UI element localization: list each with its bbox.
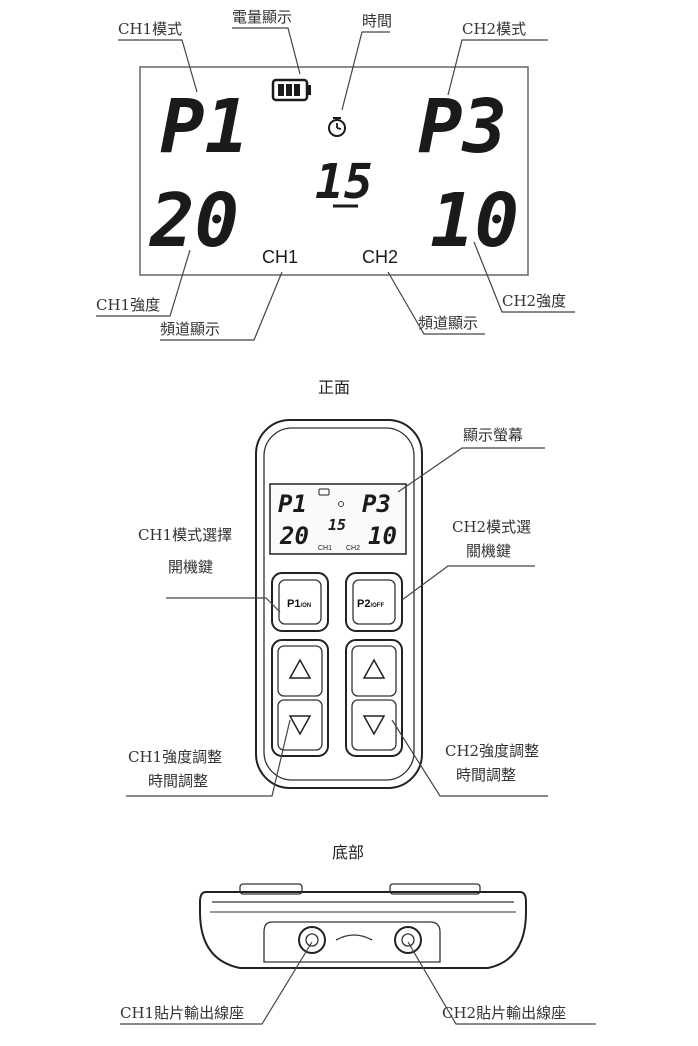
p2-main-label: P2 bbox=[357, 598, 370, 610]
leader-battery bbox=[232, 27, 301, 75]
remote-body bbox=[255, 419, 423, 789]
label-ch2-intensity: CH2強度 bbox=[502, 292, 566, 310]
label-ch1-channel: 頻道顯示 bbox=[160, 320, 220, 338]
heading-bottom: 底部 bbox=[332, 843, 364, 862]
mini-lcd-ch2-level: 10 bbox=[368, 522, 397, 550]
label-display-screen: 顯示螢幕 bbox=[463, 426, 523, 444]
label-ch2-channel: 頻道顯示 bbox=[418, 314, 478, 332]
leader-ch1-channel bbox=[160, 271, 283, 341]
mini-lcd-ch1-mode: P1 bbox=[278, 490, 307, 518]
lcd-ch2-mode: P3 bbox=[418, 84, 507, 170]
p2-sub-label: /OFF bbox=[370, 603, 384, 609]
label-ch2-mode-select-line1: CH2模式選 bbox=[452, 518, 531, 536]
leader-display-screen bbox=[397, 447, 545, 493]
mini-lcd-ch1-level: 20 bbox=[279, 522, 309, 550]
lcd-timer: 15 bbox=[315, 154, 373, 210]
label-ch1-adjust-line1: CH1強度調整 bbox=[128, 748, 222, 766]
leader-ch2-output bbox=[407, 941, 596, 1025]
leader-ch2-adjust bbox=[391, 719, 548, 797]
clock-icon bbox=[328, 117, 346, 137]
ch2-up-button[interactable] bbox=[351, 645, 397, 697]
leader-time bbox=[341, 31, 390, 111]
label-ch1-adjust-line2: 時間調整 bbox=[148, 772, 208, 790]
battery-icon bbox=[271, 78, 311, 102]
leader-ch1-mode bbox=[118, 39, 198, 93]
label-ch2-adjust-line2: 時間調整 bbox=[456, 766, 516, 784]
arrow-up-icon bbox=[288, 658, 312, 679]
leader-ch1-mode-select bbox=[166, 597, 281, 613]
mini-battery-icon bbox=[318, 488, 330, 496]
mini-lcd-ch2-mode: P3 bbox=[362, 490, 391, 518]
leader-ch1-adjust bbox=[126, 719, 291, 797]
label-ch2-adjust-line1: CH2強度調整 bbox=[445, 742, 539, 760]
mini-clock-icon bbox=[338, 501, 344, 507]
ch1-up-button[interactable] bbox=[277, 645, 323, 697]
svg-text:P2/OFF: P2/OFF bbox=[357, 598, 384, 610]
leader-ch2-intensity bbox=[473, 241, 575, 313]
ch2-adjust-group bbox=[345, 639, 403, 757]
ch1-adjust-group bbox=[271, 639, 329, 757]
label-ch1-mode: CH1模式 bbox=[118, 20, 182, 38]
leader-ch1-intensity bbox=[96, 249, 191, 317]
p1-main-label: P1 bbox=[287, 598, 300, 610]
label-ch1-output: CH1貼片輸出線座 bbox=[120, 1004, 244, 1022]
mini-lcd-ch1-label: CH1 bbox=[318, 545, 332, 552]
lcd-ch2-label: CH2 bbox=[362, 247, 398, 267]
leader-ch1-output bbox=[120, 941, 313, 1025]
ch2-output-jack bbox=[394, 926, 422, 954]
remote-bottom bbox=[199, 883, 527, 969]
label-battery: 電量顯示 bbox=[232, 8, 292, 26]
ch2-down-button[interactable] bbox=[351, 699, 397, 751]
ch1-output-jack bbox=[298, 926, 326, 954]
leader-ch2-channel bbox=[387, 271, 485, 335]
lcd-ch2-level: 10 bbox=[430, 178, 519, 264]
leader-ch2-mode bbox=[447, 39, 548, 96]
label-ch1-intensity: CH1強度 bbox=[96, 296, 160, 314]
svg-text:P1/ON: P1/ON bbox=[287, 598, 311, 610]
remote-inner-bezel bbox=[263, 427, 415, 781]
remote-front: P1 P3 20 10 15 CH1 CH2 P1/ON P2/OFF bbox=[255, 419, 423, 789]
heading-front: 正面 bbox=[318, 378, 350, 397]
lcd-ch1-label: CH1 bbox=[262, 247, 298, 267]
leader-ch2-mode-select bbox=[401, 565, 535, 601]
mini-lcd-timer: 15 bbox=[328, 516, 346, 534]
mini-lcd-ch2-label: CH2 bbox=[346, 545, 360, 552]
label-ch1-mode-select-line2: 開機鍵 bbox=[168, 558, 213, 576]
p2-off-button[interactable]: P2/OFF bbox=[345, 572, 403, 632]
ch1-down-button[interactable] bbox=[277, 699, 323, 751]
lcd-detail: P1 P3 20 10 15 CH1 CH2 bbox=[96, 8, 575, 341]
label-ch2-mode: CH2模式 bbox=[462, 20, 526, 38]
lcd-frame bbox=[139, 66, 529, 276]
arrow-down-icon bbox=[362, 715, 386, 736]
arrow-up-icon bbox=[362, 658, 386, 679]
label-ch2-output: CH2貼片輸出線座 bbox=[442, 1004, 566, 1022]
p1-sub-label: /ON bbox=[300, 603, 311, 609]
lcd-ch1-level: 20 bbox=[148, 178, 239, 264]
arrow-down-icon bbox=[288, 715, 312, 736]
label-ch2-mode-select-line2: 關機鍵 bbox=[466, 542, 511, 560]
mini-lcd bbox=[269, 483, 407, 555]
label-time: 時間 bbox=[362, 12, 392, 30]
label-ch1-mode-select-line1: CH1模式選擇 bbox=[138, 526, 232, 544]
p1-on-button[interactable]: P1/ON bbox=[271, 572, 329, 632]
lcd-ch1-mode: P1 bbox=[160, 84, 249, 170]
